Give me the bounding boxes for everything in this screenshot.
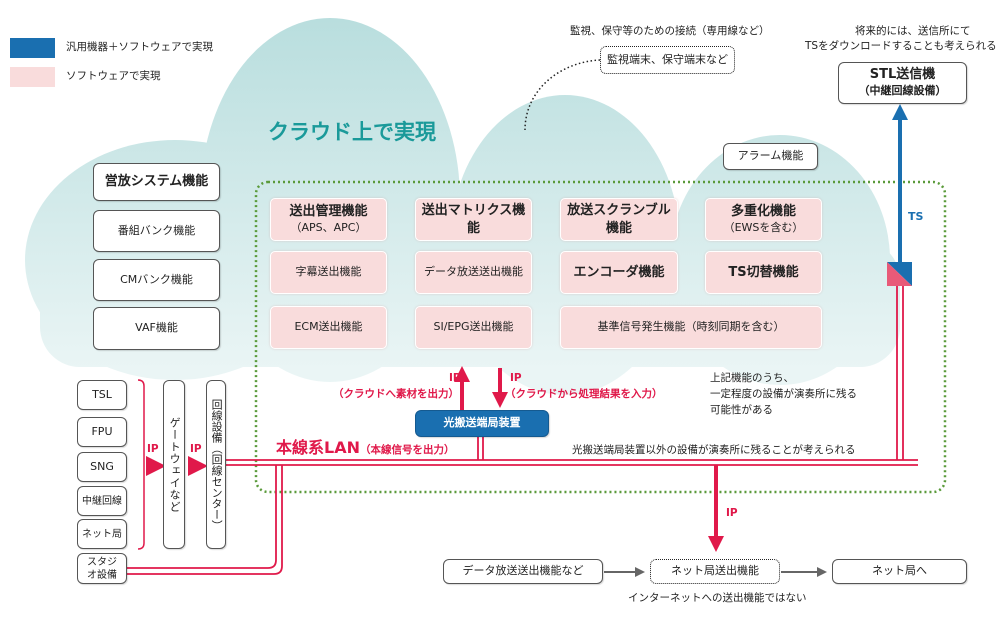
ip-label: IP	[190, 443, 202, 455]
function-detail: （APS、APC）	[290, 220, 367, 234]
remain-note: 上記機能のうち、	[710, 372, 794, 384]
program-bank-box: 番組バンク機能	[93, 210, 220, 252]
optical-terminal-box: 光搬送端局装置	[415, 410, 549, 437]
function-box: 送出マトリクス機能	[415, 198, 532, 241]
line-equipment-box: 回線設備（回線センター）	[206, 380, 226, 549]
legend-swatch-blue	[10, 38, 55, 58]
function-name: 送出マトリクス機能	[421, 202, 526, 236]
ip-label: IP	[147, 443, 159, 455]
function-box: SI/EPG送出機能	[415, 306, 532, 349]
function-name: 送出管理機能	[289, 204, 368, 220]
function-box: 多重化機能（EWSを含む）	[705, 198, 822, 241]
remain-note: 可能性がある	[710, 404, 773, 416]
onsite-boundary	[254, 180, 947, 494]
source-fpu: FPU	[77, 417, 127, 447]
gateway-box: ゲートウェイなど	[163, 380, 185, 549]
source-tsl: TSL	[77, 380, 127, 410]
to-affiliate-box: ネット局へ	[832, 559, 967, 584]
converter-icon-pink	[887, 262, 912, 286]
function-box: 送出管理機能（APS、APC）	[270, 198, 387, 241]
download-description: （クラウドから処理結果を入力）	[505, 388, 663, 400]
function-box: エンコーダ機能	[560, 251, 678, 294]
function-name: ECM送出機能	[294, 320, 363, 334]
function-name: SI/EPG送出機能	[433, 320, 514, 334]
monitoring-connection	[524, 59, 601, 131]
function-detail: （EWSを含む）	[723, 220, 804, 234]
internet-note: インターネットへの送出機能ではない	[628, 592, 807, 604]
download-ip-label: IP	[510, 372, 522, 384]
remain-note: 一定程度の設備が演奏所に残る	[710, 388, 857, 400]
affiliate-transmission-box: ネット局送出機能	[650, 559, 780, 584]
function-name: 多重化機能	[730, 204, 796, 220]
function-box: データ放送送出機能	[415, 251, 532, 294]
source-affiliate: ネット局	[77, 519, 127, 549]
function-name: 字幕送出機能	[295, 265, 362, 279]
lan-label: 本線系LAN（本線信号を出力）	[276, 437, 454, 459]
legend-label: ソフトウェアで実現	[66, 70, 161, 82]
ts-label: TS	[908, 210, 924, 223]
function-name: データ放送送出機能	[424, 265, 523, 279]
function-name: エンコーダ機能	[573, 264, 665, 280]
business-system-box: 営放システム機能	[93, 163, 220, 201]
function-box: 基準信号発生機能（時刻同期を含む）	[560, 306, 822, 349]
stl-transmitter-box: STL送信機 （中継回線設備）	[838, 62, 967, 104]
function-box: 放送スクランブル機能	[560, 198, 678, 241]
monitoring-note: 監視、保守等のための接続（専用線など）	[570, 25, 770, 37]
cloud-title: クラウド上で実現	[268, 120, 436, 144]
stl-note: 将来的には、送信所にて	[855, 25, 971, 37]
function-name: TS切替機能	[728, 264, 799, 280]
legend-swatch-pink	[10, 67, 55, 87]
monitoring-terminal-box: 監視端末、保守端末など	[600, 46, 735, 74]
cm-bank-box: CMバンク機能	[93, 259, 220, 301]
lan-note: 光搬送端局装置以外の設備が演奏所に残ることが考えられる	[572, 444, 856, 456]
studio-equipment-box: スタジオ設備	[77, 553, 127, 584]
stl-subtitle: （中継回線設備）	[858, 84, 947, 98]
function-box: 字幕送出機能	[270, 251, 387, 294]
lan-subtitle: （本線信号を出力）	[359, 444, 455, 456]
function-name: 放送スクランブル	[567, 202, 671, 218]
lan-title: 本線系LAN	[276, 438, 360, 457]
function-box: TS切替機能	[705, 251, 822, 294]
stl-title: STL送信機	[869, 67, 936, 83]
main-lan-lines	[127, 286, 918, 575]
vaf-box: VAF機能	[93, 307, 220, 350]
upload-ip-label: IP	[449, 372, 461, 384]
function-name: 基準信号発生機能（時刻同期を含む）	[597, 320, 785, 334]
source-sng: SNG	[77, 452, 127, 482]
sources-bracket	[137, 379, 145, 550]
alarm-function-box: アラーム機能	[723, 143, 818, 170]
function-name: 機能	[605, 220, 632, 236]
net-ip-label: IP	[726, 507, 738, 519]
source-relay-line: 中継回線	[77, 486, 127, 516]
data-broadcast-box: データ放送送出機能など	[443, 559, 603, 584]
function-box: ECM送出機能	[270, 306, 387, 349]
legend-label: 汎用機器＋ソフトウェアで実現	[66, 41, 213, 53]
upload-description: （クラウドへ素材を出力）	[333, 388, 459, 400]
stl-note: TSをダウンロードすることも考えられる	[805, 40, 997, 52]
